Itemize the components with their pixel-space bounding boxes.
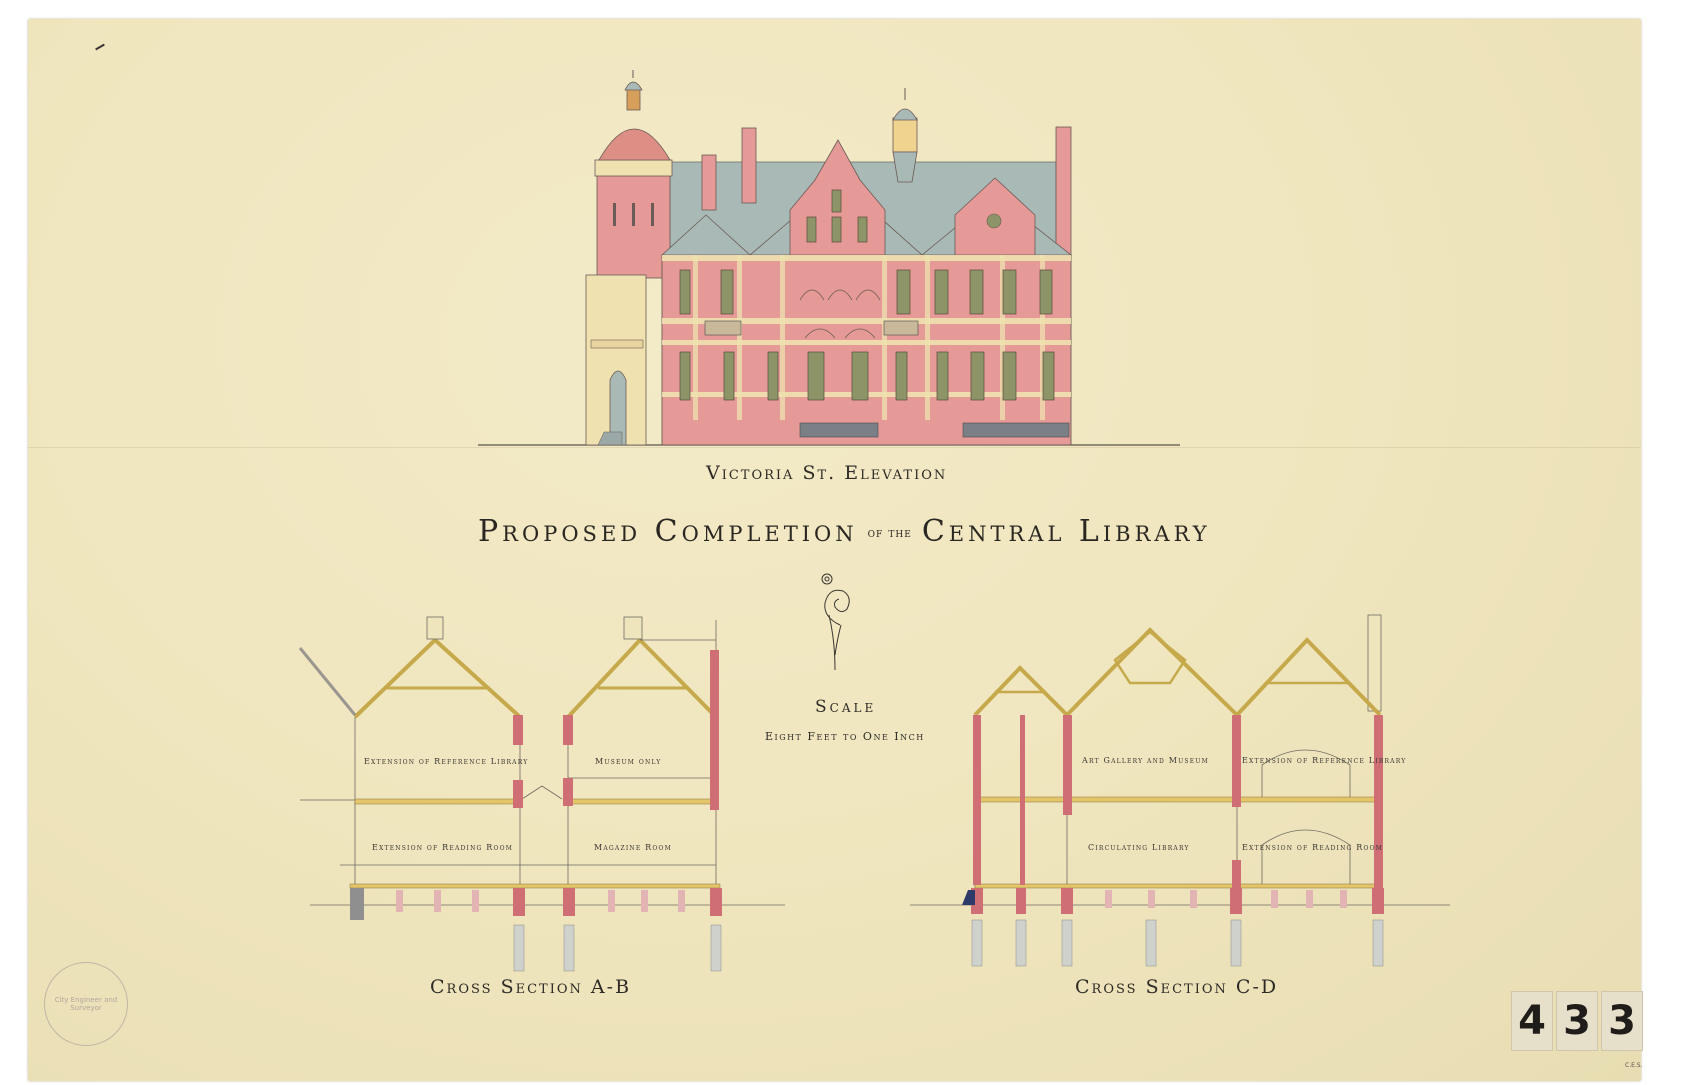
surveyor-stamp: City Engineer and Surveyor	[44, 962, 128, 1046]
fold-crease	[28, 447, 1641, 448]
scale-value: Eight Feet to One Inch	[765, 730, 925, 743]
sheet-number-digit: 4	[1511, 991, 1553, 1051]
title-part-1: Proposed Completion	[478, 514, 858, 549]
room-label: Magazine Room	[594, 843, 672, 852]
room-label: Extension of Reference Library	[1242, 756, 1407, 765]
sheet-number: 4 3 3	[1511, 991, 1643, 1051]
scale-label: Scale	[815, 697, 877, 717]
room-label: Extension of Reading Room	[1242, 843, 1384, 852]
section-ab-caption: Cross Section A-B	[430, 976, 632, 998]
room-label: Art Gallery and Museum	[1082, 756, 1209, 765]
title-connector: of the	[867, 525, 912, 541]
room-label: Circulating Library	[1088, 843, 1190, 852]
elevation-caption: Victoria St. Elevation	[706, 462, 948, 484]
sheet-number-digit: 3	[1601, 991, 1643, 1051]
room-label: Extension of Reading Room	[372, 843, 514, 852]
stamp-text: City Engineer and Surveyor	[54, 996, 118, 1012]
drawing-title: Proposed Completion of the Central Library	[478, 514, 1211, 549]
title-part-2: Central Library	[921, 514, 1211, 549]
section-cd-caption: Cross Section C-D	[1075, 976, 1279, 998]
room-label: Extension of Reference Library	[364, 757, 529, 766]
sheet-number-digit: 3	[1556, 991, 1598, 1051]
flourish-ornament	[821, 573, 850, 671]
room-label: Museum only	[595, 757, 662, 766]
corner-note: C.E.S.	[1625, 1062, 1643, 1069]
